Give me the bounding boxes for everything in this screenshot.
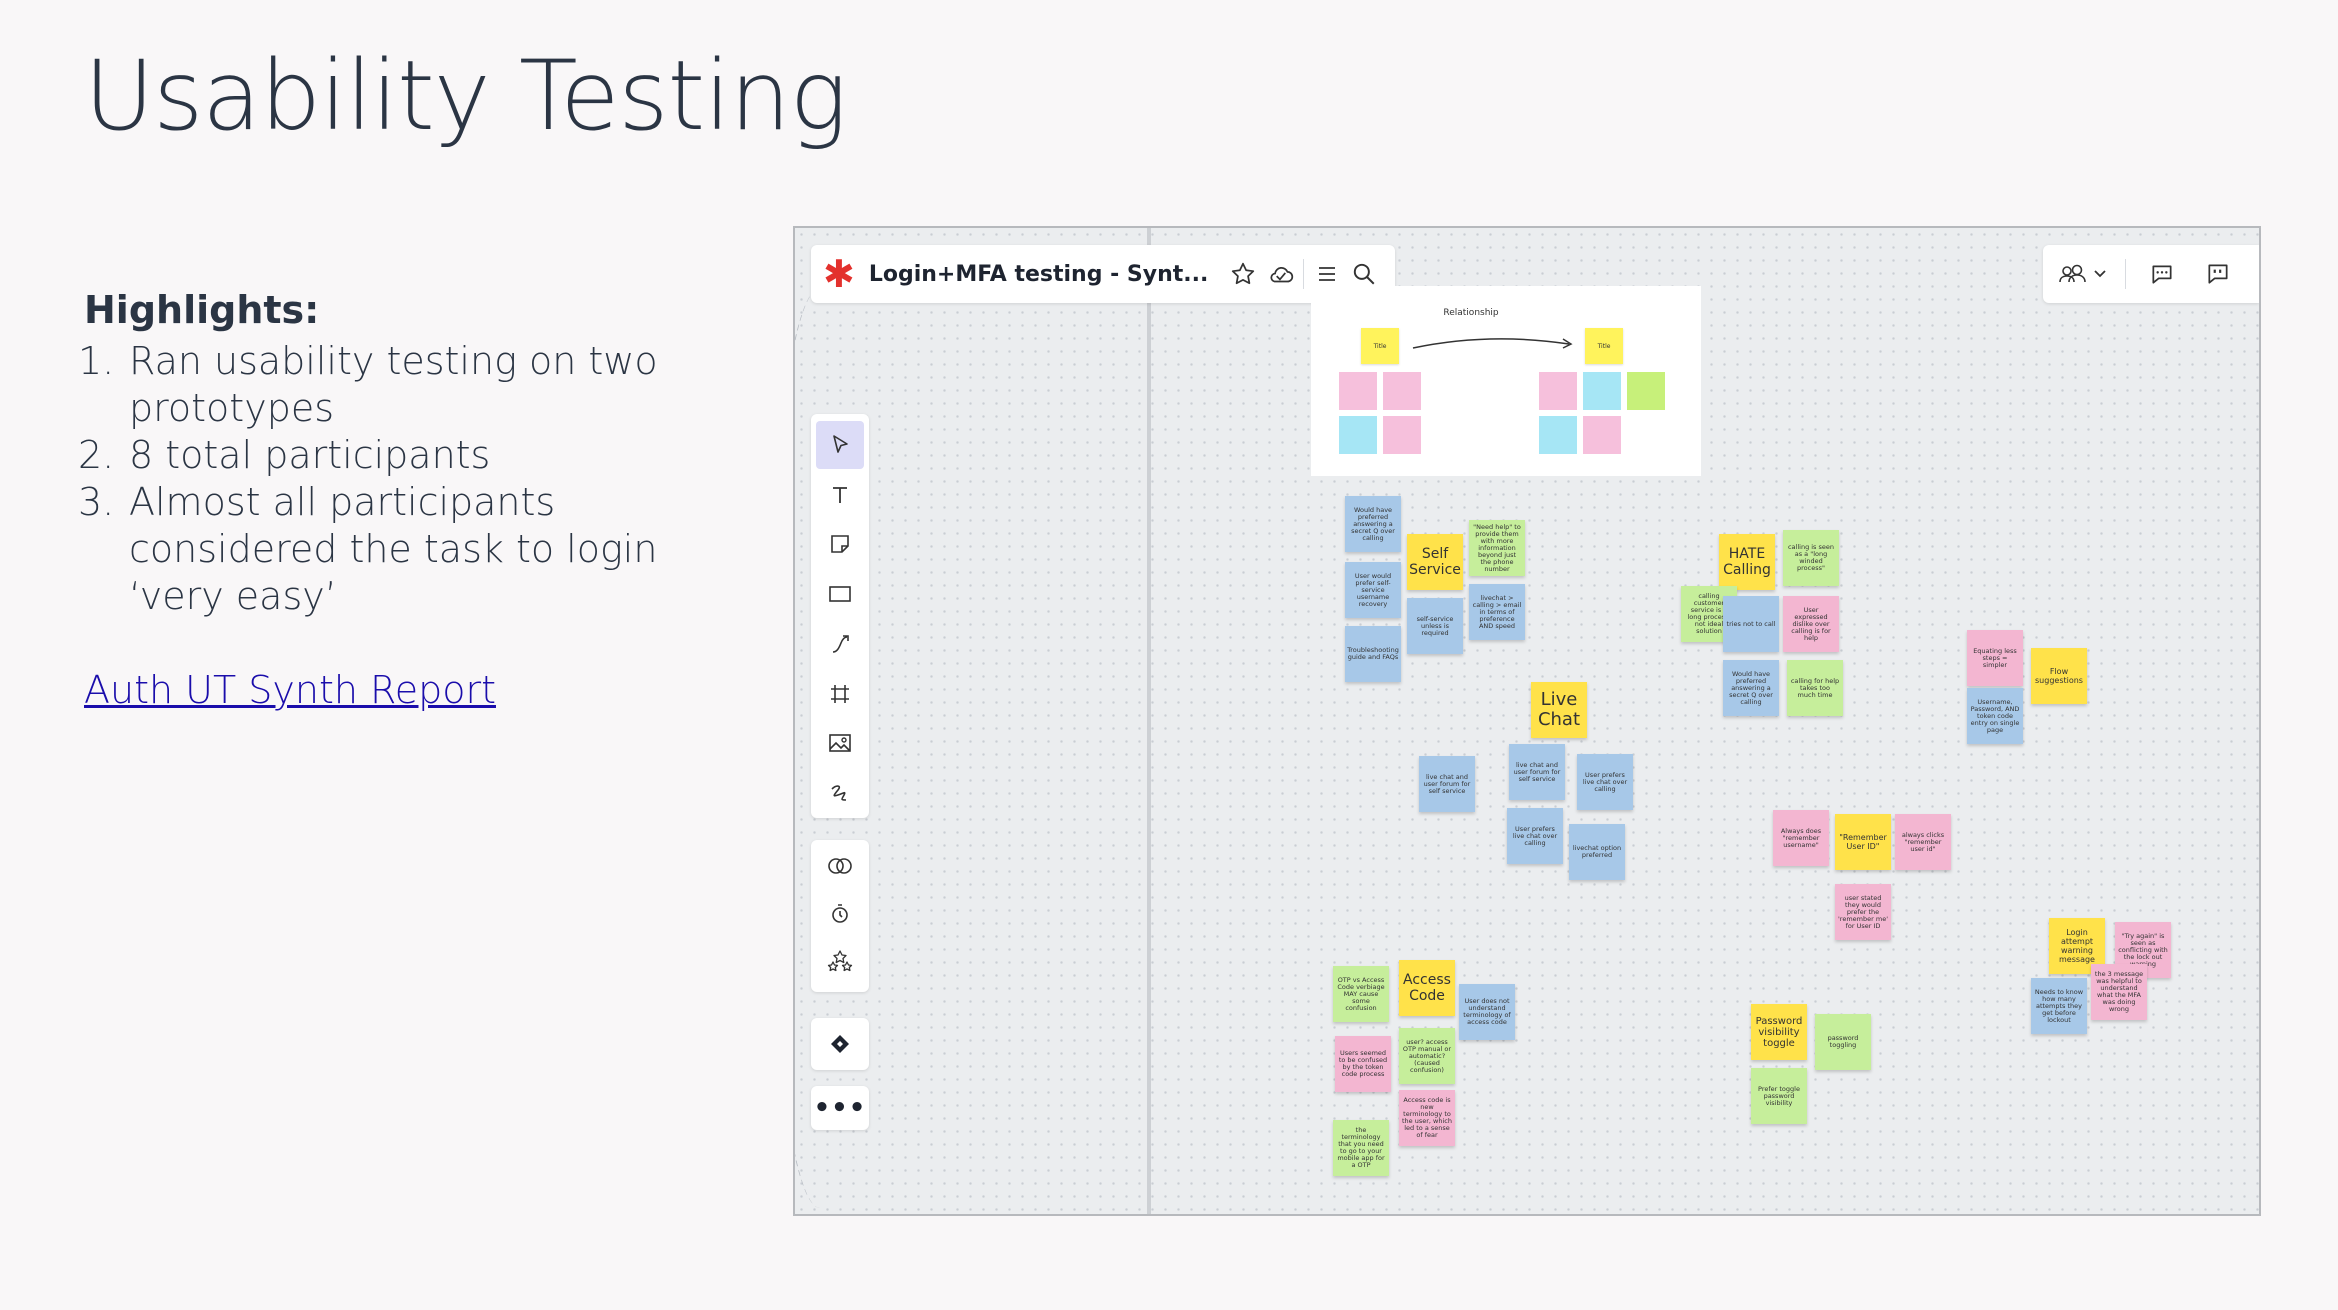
sticky-note[interactable]: self-service unless is required: [1407, 598, 1463, 654]
toolbar-separator: [2125, 259, 2126, 289]
sticky-note[interactable]: User does not understand terminology of …: [1459, 984, 1515, 1040]
sticky-note[interactable]: Prefer toggle password visibility: [1751, 1068, 1807, 1124]
image-tool-icon[interactable]: [816, 720, 864, 768]
sticky-note[interactable]: User prefers live chat over calling: [1507, 808, 1563, 864]
highlights-list: 1.Ran usability testing on two prototype…: [78, 338, 744, 620]
components-button[interactable]: [811, 1018, 869, 1070]
cluster-header-sticky[interactable]: "Remember User ID": [1835, 814, 1891, 870]
board-topbar: ✱ Login+MFA testing - Synt...: [811, 245, 1395, 303]
sticky-note[interactable]: Username, Password, AND token code entry…: [1967, 688, 2023, 744]
sticky-note[interactable]: OTP vs Access Code verbiage MAY cause so…: [1333, 966, 1389, 1022]
sticky-note[interactable]: User expressed dislike over calling is f…: [1783, 596, 1839, 652]
sticky-note[interactable]: the 3 message was helpful to understand …: [2091, 964, 2147, 1020]
sticky-note[interactable]: the terminology that you need to go to y…: [1333, 1120, 1389, 1176]
cluster-header-sticky[interactable]: Login attempt warning message: [2049, 918, 2105, 974]
frame-tool-icon[interactable]: [816, 670, 864, 718]
sticky-note[interactable]: Users seemed to be confused by the token…: [1335, 1036, 1391, 1092]
sticky-note[interactable]: user stated they would prefer the 'remem…: [1835, 884, 1891, 940]
slide-title: Usability Testing: [84, 40, 847, 152]
highlight-item: 3.Almost all participants considered the…: [78, 480, 658, 618]
sticky-note[interactable]: live chat and user forum for self servic…: [1509, 744, 1565, 800]
timer-icon[interactable]: [816, 890, 864, 938]
color-swatch: [1627, 372, 1665, 410]
cluster-header-sticky[interactable]: Self Service: [1407, 534, 1463, 590]
cluster-header-sticky[interactable]: Live Chat: [1531, 682, 1587, 738]
cloud-sync-icon[interactable]: [1262, 250, 1299, 298]
highlight-item: 1.Ran usability testing on two prototype…: [78, 339, 658, 430]
sticky-note[interactable]: Access code is new terminology to the us…: [1399, 1090, 1455, 1146]
sticky-note[interactable]: tries not to call: [1723, 596, 1779, 652]
sticky-note[interactable]: calling customer service is a long proce…: [1681, 586, 1737, 642]
sticky-note[interactable]: livechat > calling > email in terms of p…: [1469, 584, 1525, 640]
sticky-note[interactable]: Equating less steps = simpler: [1967, 630, 2023, 686]
sticky-note[interactable]: Would have preferred answering a secret …: [1723, 660, 1779, 716]
sticky-note[interactable]: Would have preferred answering a secret …: [1345, 496, 1401, 552]
extra-tools-palette: [811, 840, 869, 992]
color-swatch: [1583, 372, 1621, 410]
color-swatch: [1383, 416, 1421, 454]
shape-tool-icon[interactable]: [816, 570, 864, 618]
toolbar-separator: [1303, 259, 1305, 289]
relationship-frame: Relationship Title Title: [1311, 286, 1701, 476]
search-icon[interactable]: [1346, 250, 1383, 298]
synth-report-link[interactable]: Auth UT Synth Report: [84, 668, 496, 712]
sticky-note[interactable]: calling is seen as a "long winded proces…: [1783, 530, 1839, 586]
sticky-note[interactable]: password toggling: [1815, 1014, 1871, 1070]
board-topbar-right: [2043, 245, 2259, 303]
cluster-header-sticky[interactable]: Flow suggestions: [2031, 648, 2087, 704]
whiteboard-screenshot: ✱ Login+MFA testing - Synt...: [793, 226, 2261, 1216]
diamond-icon: [831, 1035, 849, 1053]
more-tools-button[interactable]: •••: [811, 1086, 869, 1130]
sticky-note[interactable]: Troubleshooting guide and FAQs: [1345, 626, 1401, 682]
tool-palette: [811, 414, 869, 818]
relationship-label: Relationship: [1443, 308, 1499, 318]
reactions-stars-icon[interactable]: [816, 938, 864, 986]
sticky-note[interactable]: user? access OTP manual or automatic? (c…: [1399, 1028, 1455, 1084]
relationship-title-sticky[interactable]: Title: [1361, 328, 1399, 364]
star-icon[interactable]: [1224, 250, 1261, 298]
overlap-circles-icon[interactable]: [816, 842, 864, 890]
sticky-note[interactable]: calling for help takes too much time: [1787, 660, 1843, 716]
feedback-icon[interactable]: [2194, 250, 2242, 298]
collaborators-icon[interactable]: [2053, 250, 2113, 298]
highlights-section: Highlights: 1.Ran usability testing on t…: [78, 288, 744, 712]
color-swatch: [1539, 372, 1577, 410]
sticky-note[interactable]: always clicks "remember user id": [1895, 814, 1951, 870]
sticky-note[interactable]: "Need help" to provide them with more in…: [1469, 520, 1525, 576]
sticky-note-tool-icon[interactable]: [816, 521, 864, 569]
text-tool-icon[interactable]: [816, 471, 864, 519]
color-swatch: [1539, 416, 1577, 454]
sticky-note[interactable]: Needs to know how many attempts they get…: [2031, 978, 2087, 1034]
color-swatch: [1339, 372, 1377, 410]
color-swatch: [1583, 416, 1621, 454]
sticky-note[interactable]: live chat and user forum for self servic…: [1419, 756, 1475, 812]
select-tool-icon[interactable]: [816, 421, 864, 469]
color-swatch: [1339, 416, 1377, 454]
app-logo-icon[interactable]: ✱: [823, 252, 855, 296]
sticky-note[interactable]: Always does "remember username": [1773, 810, 1829, 866]
pen-tool-icon[interactable]: [816, 769, 864, 817]
menu-icon[interactable]: [1308, 250, 1345, 298]
comments-icon[interactable]: [2138, 250, 2186, 298]
highlight-item: 2.8 total participants: [78, 433, 491, 477]
connector-tool-icon[interactable]: [816, 620, 864, 668]
sticky-note[interactable]: User prefers live chat over calling: [1577, 754, 1633, 810]
board-name[interactable]: Login+MFA testing - Synt...: [868, 261, 1209, 287]
sticky-note[interactable]: livechat option preferred: [1569, 824, 1625, 880]
cluster-header-sticky[interactable]: HATE Calling: [1719, 534, 1775, 590]
relationship-arrow: [1412, 338, 1573, 349]
cluster-header-sticky[interactable]: Password visibility toggle: [1751, 1004, 1807, 1060]
relationship-title-sticky[interactable]: Title: [1585, 328, 1623, 364]
cluster-header-sticky[interactable]: Access Code: [1399, 960, 1455, 1016]
color-swatch: [1383, 372, 1421, 410]
highlights-heading: Highlights:: [84, 288, 320, 332]
board-divider: [1147, 228, 1151, 1214]
sticky-note[interactable]: User would prefer self-service username …: [1345, 562, 1401, 618]
